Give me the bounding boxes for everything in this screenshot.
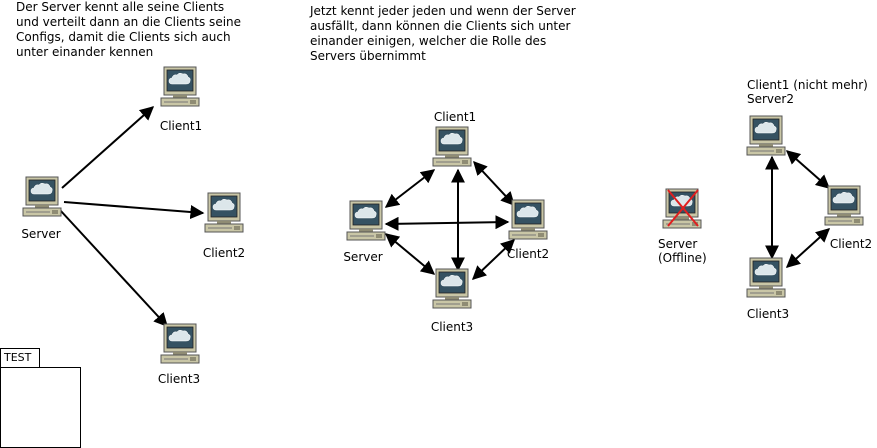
p2-server-label: Server	[343, 250, 383, 264]
desktop-computer-icon	[432, 126, 472, 170]
test-frame-box	[0, 367, 81, 448]
desktop-computer-icon	[204, 192, 244, 236]
client1-label: Client1	[159, 119, 203, 133]
arrow-p2-client1-client2	[473, 160, 515, 207]
arrow-server-client3	[59, 209, 168, 328]
desktop-computer-icon	[508, 199, 548, 243]
p2-client1-label: Client1	[433, 110, 477, 124]
desktop-computer-icon	[160, 323, 200, 367]
test-frame-tab: TEST	[0, 348, 40, 367]
p3-client1-label: Client1 (nicht mehr) Server2	[747, 78, 868, 106]
p2-client3-label: Client3	[430, 320, 474, 334]
desktop-computer-icon	[160, 66, 200, 110]
desktop-computer-icon	[662, 188, 702, 232]
server-offline-label: Server (Offline)	[658, 237, 707, 265]
panel1-note: Der Server kennt alle seine Clients und …	[16, 0, 242, 59]
panel2-note: Jetzt kennt jeder jeden und wenn der Ser…	[310, 4, 576, 63]
arrow-p3-client1-client2	[785, 150, 831, 189]
client2-label: Client2	[202, 246, 246, 260]
arrow-p2-server-client1	[384, 169, 436, 208]
p3-client2-label: Client2	[829, 237, 873, 251]
arrow-p3-client3-client2	[785, 228, 831, 268]
desktop-computer-icon	[346, 200, 386, 244]
arrow-server-client2	[63, 201, 205, 219]
client3-label: Client3	[157, 372, 201, 386]
desktop-computer-icon	[22, 176, 62, 220]
desktop-computer-icon	[746, 115, 786, 159]
p2-client2-label: Client2	[506, 247, 550, 261]
server-label: Server	[21, 227, 61, 241]
arrow-p2-client3-client2	[471, 239, 516, 280]
desktop-computer-icon	[824, 185, 864, 229]
p3-client3-label: Client3	[746, 307, 790, 321]
arrow-p2-server-client3	[384, 233, 436, 275]
arrow-p2-server-client2	[384, 215, 510, 231]
arrow-server-client1	[61, 106, 155, 189]
desktop-computer-icon	[432, 268, 472, 312]
desktop-computer-icon	[746, 257, 786, 301]
